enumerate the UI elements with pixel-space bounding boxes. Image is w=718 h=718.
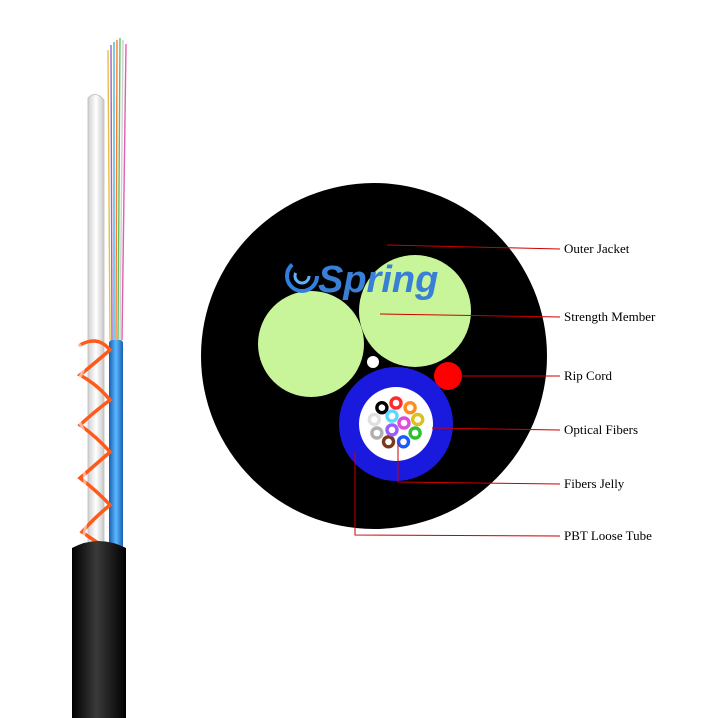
- blue-loose-tube: [109, 340, 123, 555]
- strength-member-left: [258, 291, 364, 397]
- optical-fiber: [396, 435, 411, 449]
- orange-binder-wrap: [74, 339, 113, 552]
- optical-fiber: [381, 435, 396, 449]
- optical-fiber: [408, 426, 422, 440]
- filler-dot: [367, 356, 379, 368]
- label-pbt-loose-tube: PBT Loose Tube: [564, 528, 652, 543]
- label-optical-fibers: Optical Fibers: [564, 422, 638, 437]
- label-fibers-jelly: Fibers Jelly: [564, 476, 625, 491]
- optical-fiber: [397, 416, 411, 430]
- optical-fiber: [375, 401, 389, 415]
- optical-fiber: [389, 396, 403, 410]
- stripped-cable: [72, 37, 127, 718]
- leader-outer-jacket: [386, 244, 561, 250]
- label-outer-jacket: Outer Jacket: [564, 241, 630, 256]
- brand-name: Spring: [318, 259, 438, 301]
- black-outer-jacket: [72, 541, 126, 718]
- label-strength-member: Strength Member: [564, 309, 656, 324]
- leader-pbt-loose-tube: [354, 452, 561, 537]
- leader-optical-fibers: [431, 427, 561, 431]
- optical-fiber: [403, 401, 417, 415]
- cross-section: Spring: [201, 183, 547, 529]
- optical-fiber: [367, 412, 381, 427]
- optical-fiber: [370, 426, 384, 440]
- rip-cord-disc: [434, 362, 462, 390]
- strength-member-right: [359, 255, 471, 367]
- outer-jacket-disc: [201, 183, 547, 529]
- optical-fiber: [411, 412, 425, 427]
- logo-swirl-icon: [285, 259, 319, 293]
- leader-lines: [354, 244, 561, 537]
- fiber-strands: [107, 37, 127, 341]
- optical-fiber-bundle: [367, 396, 425, 449]
- leader-strength-member: [379, 313, 561, 318]
- optical-fiber: [385, 423, 399, 437]
- leader-fibers-jelly: [397, 443, 561, 485]
- spring-logo: Spring: [285, 259, 438, 301]
- label-rip-cord: Rip Cord: [564, 368, 613, 383]
- optical-fiber: [385, 409, 399, 423]
